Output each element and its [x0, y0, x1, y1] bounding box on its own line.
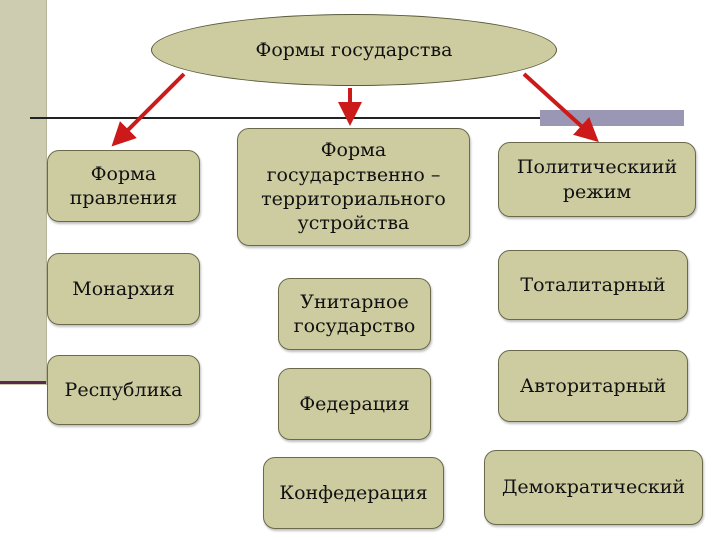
political-regime-header-box: Политическиий режим: [498, 142, 696, 217]
authoritarian-box: Авторитарный: [498, 350, 688, 422]
confederation-box: Конфедерация: [263, 457, 444, 529]
republic-label: Республика: [64, 378, 183, 401]
confederation-label: Конфедерация: [279, 481, 428, 504]
democratic-label: Демократический: [501, 476, 686, 499]
unitary-state-label: Унитарное государство: [293, 290, 416, 337]
root-label: Формы государства: [255, 39, 453, 61]
sidebar-rule: [0, 381, 46, 384]
government-form-header-box: Форма правления: [47, 150, 200, 222]
root-node: Формы государства: [151, 14, 557, 86]
arrow-to-government-form: [111, 72, 186, 147]
territorial-structure-header: Форма государственно – территориального …: [261, 139, 446, 235]
totalitarian-label: Тоталитарный: [520, 273, 666, 296]
monarchy-box: Монархия: [47, 253, 200, 325]
totalitarian-box: Тоталитарный: [498, 250, 688, 320]
sidebar-decoration: [0, 0, 47, 385]
authoritarian-label: Авторитарный: [519, 374, 667, 397]
monarchy-label: Монархия: [72, 277, 175, 300]
territorial-structure-header-box: Форма государственно – территориального …: [237, 128, 470, 246]
democratic-box: Демократический: [484, 450, 703, 525]
federation-box: Федерация: [278, 368, 431, 440]
federation-label: Федерация: [299, 392, 410, 415]
unitary-state-box: Унитарное государство: [278, 278, 431, 350]
arrow-to-political-regime: [522, 72, 599, 143]
political-regime-header: Политическиий режим: [516, 156, 678, 203]
government-form-header: Форма правления: [69, 162, 178, 209]
republic-box: Республика: [47, 355, 200, 425]
